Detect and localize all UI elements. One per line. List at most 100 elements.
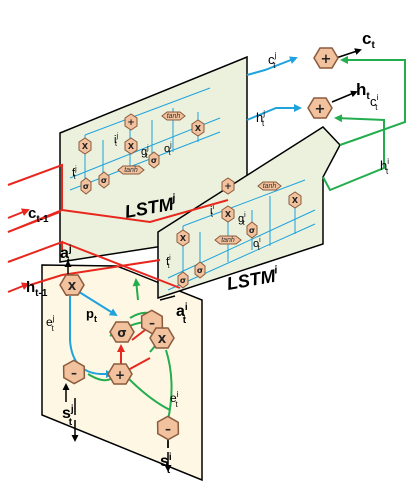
lstm-i-input-mult-symbol: X [225,210,232,219]
c-tm1-label: ct-1 [28,205,49,225]
gate-panel-nodes: X σ – X + – – [59,274,180,441]
lstm-j-sigma-i-node [98,171,110,189]
lstm-i-forget-mult-node [176,229,190,247]
lstm-j-sigma-f-symbol: σ [83,182,89,191]
gate-a-j-mult-node [59,274,85,296]
gate-a-i-mult-symbol: X [158,333,167,346]
gate-minus-i-node [156,415,180,441]
lstm-j-forget-mult-symbol: X [82,142,89,151]
lstm-j-output-mult-symbol: X [195,124,202,133]
lstm-j-forget-mult-node [78,137,92,155]
lstm-i-internal-wiring [167,179,316,291]
lstm-i-sigma-f-symbol: σ [180,276,186,285]
lstm-i-input-mult-node [221,205,235,223]
gate-sigma-symbol: σ [117,326,126,340]
lstm-i-sigma-f-node [177,271,189,289]
p-t-label: pt [86,306,97,324]
lstm-i-o-label: o [253,238,259,250]
svg-text:ojt: ojt [164,142,172,157]
lstm-j-input-mult-node [124,137,138,155]
lstm-i-tanh-top-label: tanh [263,183,277,190]
svg-text:ijt: ijt [114,133,118,148]
lstm-j-sigma-f-node [80,177,92,195]
lstm-i-sigma-o-symbol: σ [249,226,255,235]
output-lines [246,48,406,192]
lstm-j-input-mult-symbol: X [128,142,135,151]
lstm-j-f-sub: t [74,174,76,181]
lstm-i-f-label: f [166,256,170,268]
gate-plus-node [107,363,133,385]
lstm-j-sigma-o-node [148,151,160,169]
lstm-i-g-label: g [238,213,244,225]
lstm-j-nodes: X + X tanh X σ σ tanh σ [78,111,205,195]
lstm-i-i-label: i [210,205,212,217]
c-tm1-arrow [7,208,30,219]
lstm-i-tanh-g-label: tanh [221,237,235,244]
lstm-j-f-sup: j [74,166,77,173]
h-tm1-arrow [7,282,30,293]
lstm-j-tanh-g-node [117,165,145,175]
lstm-i-output-mult-symbol: X [292,196,299,205]
lstm-i-sigma-o-node [246,221,258,239]
lstm-i-sigma-i-node [194,261,206,279]
h-tm1-label: ht-1 [26,279,48,299]
output-c-plus-node [313,47,339,69]
lstm-j-tanh-g-label: tanh [124,167,138,174]
gate-panel-wiring [69,278,173,421]
lstm-j-f-label: f [72,167,76,179]
lstm-j-sigma-o-symbol: σ [151,156,157,165]
lstm-j-g-sub: t [146,153,148,160]
lstm-i-forget-mult-symbol: X [180,234,187,243]
gate-sigma-node [109,321,135,343]
lstm-j-o-label: o [164,143,170,155]
lstm-j-sigma-i-symbol: σ [101,176,107,185]
gate-a-i-mult-node [149,327,175,349]
gate-minus-top-symbol: – [149,316,155,330]
svg-text:fit: fit [166,255,171,270]
svg-text:fjt: fjt [72,166,77,181]
gate-plus-symbol: + [115,368,125,382]
lstm-j-output-mult-node [191,119,205,137]
lstm-i-plus-symbol: + [224,182,232,192]
svg-text:gjt: gjt [141,145,149,160]
lstm-i-output-mult-node [288,191,302,209]
lstm-j-i-sup: j [115,133,118,140]
c-t-label: ct [362,29,375,51]
lstm-i-plus-node [221,177,235,195]
lstm-i-nodes: X + X tanh X σ σ tanh σ [176,177,302,289]
gate-minus-i-symbol: – [165,422,171,436]
lstm-j-o-sub: t [169,150,171,157]
lstm-i-tanh-g-node [214,235,242,245]
lstm-j-g-sup: j [146,145,149,152]
output-h-plus-symbol: + [315,102,326,117]
red-input-lines [7,163,229,296]
lstm-j-plus-symbol: + [127,118,135,128]
svg-text:iit: iit [210,204,214,219]
lstm-j-i-label: i [114,134,116,146]
lstm-j-plus-node [124,113,138,131]
output-c-plus-symbol: + [321,52,332,67]
svg-text:git: git [238,212,246,227]
gate-minus-j-symbol: – [71,366,77,380]
gate-a-j-mult-symbol: X [68,280,77,293]
gate-minus-j-node [62,359,86,385]
output-h-plus-node [307,97,333,119]
lstm-j-o-sup: j [169,142,172,149]
lstm-j-g-label: g [141,146,147,158]
lstm-i-sigma-i-symbol: σ [197,266,203,275]
gate-panel-black-wiring [64,260,176,472]
